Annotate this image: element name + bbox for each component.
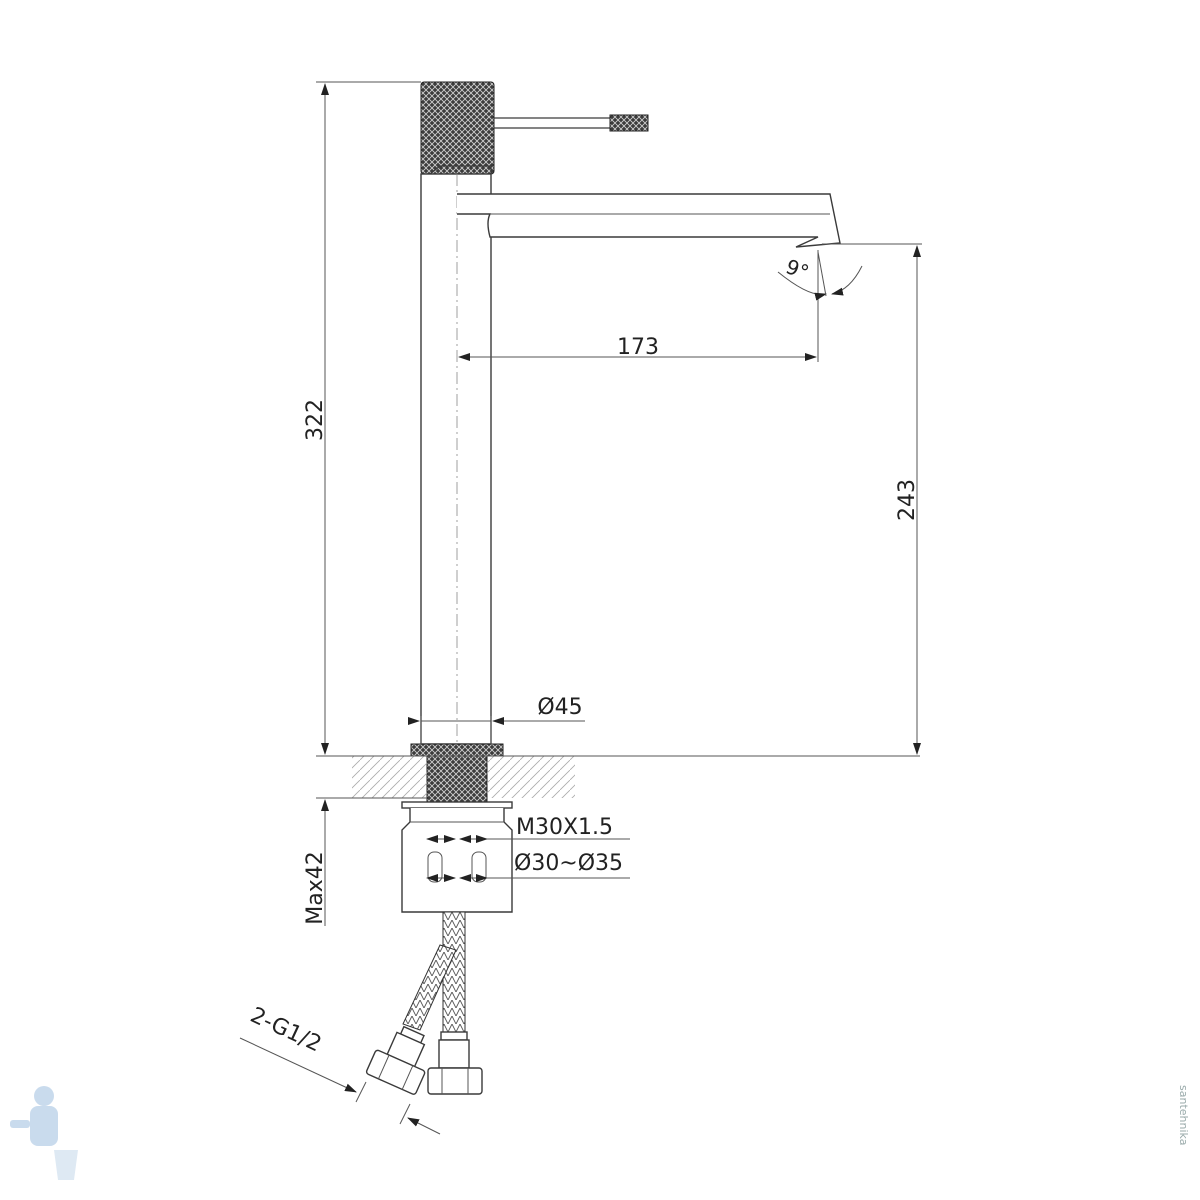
dimension-spout-height: 243	[822, 243, 922, 755]
dimension-total-height: 322	[303, 81, 920, 757]
label-spout-angle: 9°	[783, 254, 813, 284]
supply-hoses	[365, 911, 483, 1095]
hex-nut-right	[427, 1067, 483, 1095]
label-hole-diameter: Ø30~Ø35	[514, 851, 623, 876]
lever-tip	[609, 114, 649, 132]
dimension-thread: M30X1.5	[426, 815, 630, 843]
hose-left	[402, 944, 457, 1031]
dimension-max-counter: Max42	[303, 797, 427, 926]
watermark: santehnika	[1177, 1085, 1190, 1146]
handle	[420, 81, 649, 175]
label-thread: M30X1.5	[516, 815, 613, 840]
plumber-logo	[10, 1086, 78, 1180]
label-spout-reach: 173	[617, 335, 659, 360]
spout	[457, 193, 841, 248]
faucet-body	[420, 173, 492, 745]
label-max-counter: Max42	[303, 851, 328, 924]
dimension-spout-angle: 9°	[777, 251, 863, 301]
label-total-height: 322	[303, 399, 328, 441]
countertop-section	[352, 756, 575, 798]
label-spout-height: 243	[895, 479, 920, 521]
mounting-nut	[401, 801, 513, 913]
dimension-spout-reach: 173	[458, 250, 819, 362]
hex-nut-left	[365, 1049, 426, 1095]
dimension-hole-diameter: Ø30~Ø35	[426, 851, 630, 882]
dimension-body-diameter: Ø45	[408, 695, 585, 744]
label-hose-connection: 2-G1/2	[246, 1003, 325, 1057]
threaded-shank	[426, 755, 488, 803]
label-body-diameter: Ø45	[537, 695, 582, 720]
